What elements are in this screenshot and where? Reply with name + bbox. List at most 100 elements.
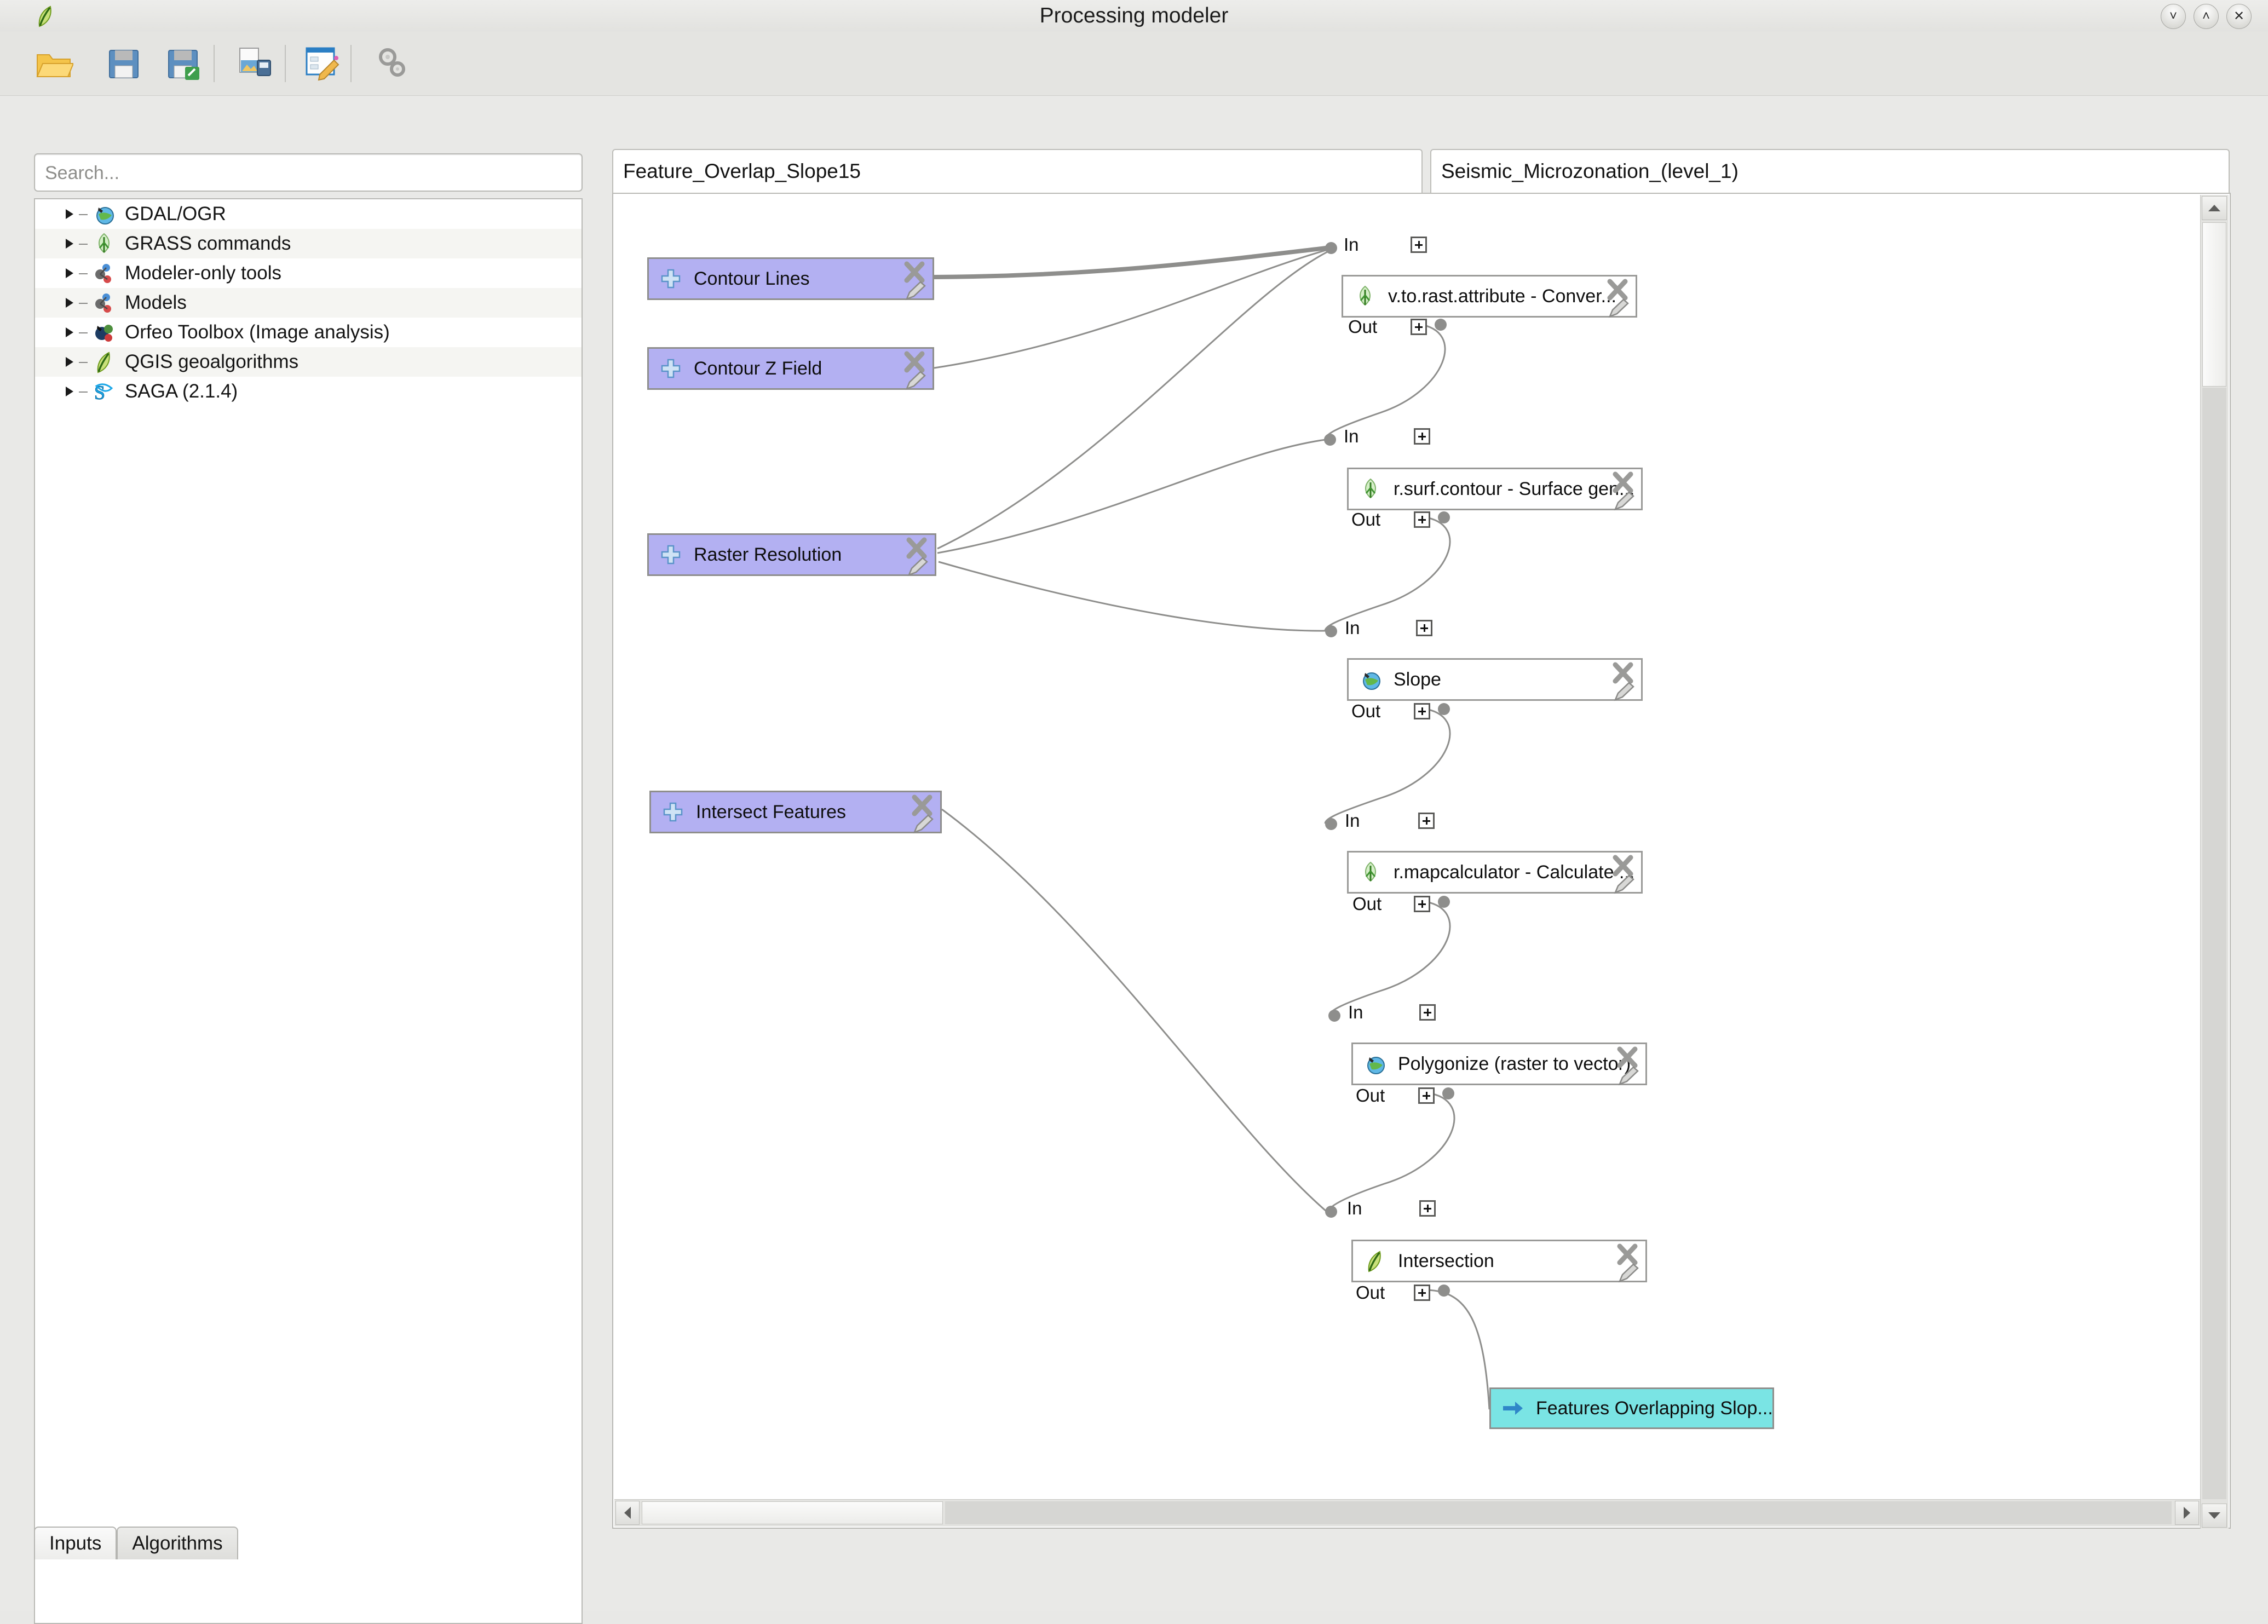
chevron-right-icon[interactable] bbox=[66, 357, 73, 367]
chevron-right-icon[interactable] bbox=[66, 327, 73, 337]
chevron-right-icon[interactable] bbox=[66, 239, 73, 249]
output-port-dot[interactable] bbox=[1438, 511, 1450, 523]
expand-outputs-button[interactable] bbox=[1414, 1285, 1430, 1301]
export-as-image-icon[interactable] bbox=[235, 44, 275, 83]
chevron-up-icon bbox=[2208, 205, 2220, 211]
chevron-right-icon[interactable] bbox=[66, 387, 73, 396]
output-port-dot[interactable] bbox=[1442, 1087, 1454, 1099]
horizontal-scroll-track[interactable] bbox=[945, 1501, 2172, 1524]
modeler-spheres-icon bbox=[92, 261, 116, 285]
model-name-field[interactable]: Feature_Overlap_Slope15 bbox=[612, 149, 1423, 193]
horizontal-scroll-thumb[interactable] bbox=[642, 1501, 943, 1524]
parameter-node-contour-lines[interactable]: Contour Lines bbox=[647, 257, 934, 300]
algorithm-node-r-mapcalculator[interactable]: r.mapcalculator - Calculate ... bbox=[1347, 851, 1643, 894]
expand-outputs-button[interactable] bbox=[1411, 319, 1427, 335]
input-port-dot[interactable] bbox=[1325, 242, 1337, 254]
input-port-dot[interactable] bbox=[1325, 625, 1337, 637]
parameter-node-intersect-features[interactable]: Intersect Features bbox=[649, 791, 942, 833]
input-port-dot[interactable] bbox=[1324, 434, 1336, 446]
tree-item-qgis-geoalgorithms[interactable]: QGIS geoalgorithms bbox=[35, 347, 582, 377]
tab-inputs[interactable]: Inputs bbox=[34, 1527, 117, 1559]
input-port-dot[interactable] bbox=[1325, 818, 1337, 830]
edit-pencil-icon[interactable] bbox=[1607, 297, 1630, 319]
expand-inputs-button[interactable] bbox=[1419, 1004, 1436, 1021]
input-port-dot[interactable] bbox=[1325, 1206, 1337, 1218]
expand-inputs-button[interactable] bbox=[1416, 620, 1432, 636]
parameter-node-contour-z-field[interactable]: Contour Z Field bbox=[647, 347, 934, 390]
tree-item-orfeo-toolbox[interactable]: Orfeo Toolbox (Image analysis) bbox=[35, 318, 582, 347]
input-port-label: In bbox=[1345, 810, 1360, 831]
modeler-spheres-icon bbox=[92, 291, 116, 315]
floppy-save-as-icon[interactable] bbox=[164, 44, 204, 83]
algorithm-node-slope[interactable]: Slope bbox=[1347, 658, 1643, 701]
parameter-node-raster-resolution[interactable]: Raster Resolution bbox=[647, 533, 936, 576]
algorithm-tree[interactable]: GDAL/OGR GRASS commands bbox=[34, 198, 583, 1624]
edit-pencil-icon[interactable] bbox=[1613, 873, 1636, 895]
edit-pencil-icon[interactable] bbox=[1617, 1262, 1640, 1284]
edit-pencil-icon[interactable] bbox=[912, 813, 935, 835]
minimize-button[interactable]: ˅ bbox=[2161, 4, 2186, 29]
parameter-label: Intersect Features bbox=[696, 802, 846, 823]
tree-item-label: Orfeo Toolbox (Image analysis) bbox=[125, 321, 390, 343]
canvas-vertical-scrollbar[interactable] bbox=[2200, 195, 2229, 1529]
tree-item-models[interactable]: Models bbox=[35, 288, 582, 318]
expand-inputs-button[interactable] bbox=[1411, 237, 1427, 253]
edit-pencil-icon[interactable] bbox=[904, 370, 927, 391]
folder-open-icon[interactable] bbox=[34, 44, 73, 83]
input-port-dot[interactable] bbox=[1328, 1010, 1340, 1022]
expand-outputs-button[interactable] bbox=[1414, 511, 1430, 528]
chevron-right-icon[interactable] bbox=[66, 268, 73, 278]
edit-pencil-icon[interactable] bbox=[904, 280, 927, 302]
edit-pencil-icon[interactable] bbox=[1617, 1065, 1640, 1087]
tree-dash bbox=[79, 214, 88, 215]
algorithm-node-r-surf-contour[interactable]: r.surf.contour - Surface gen... bbox=[1347, 468, 1643, 510]
tree-item-label: GDAL/OGR bbox=[125, 203, 226, 225]
scroll-down-button[interactable] bbox=[2202, 1504, 2227, 1528]
canvas-horizontal-scrollbar[interactable] bbox=[614, 1499, 2200, 1527]
model-canvas[interactable]: Contour Lines Contour Z Field bbox=[613, 194, 2201, 1498]
chevron-right-icon[interactable] bbox=[66, 209, 73, 219]
model-group-field[interactable]: Seismic_Microzonation_(level_1) bbox=[1430, 149, 2230, 193]
edit-help-icon[interactable] bbox=[302, 44, 342, 83]
output-node-features-overlapping-slope[interactable]: Features Overlapping Slop... bbox=[1489, 1387, 1774, 1429]
tab-algorithms[interactable]: Algorithms bbox=[117, 1527, 238, 1559]
node-buttons bbox=[1610, 471, 1636, 511]
scroll-right-button[interactable] bbox=[2175, 1501, 2199, 1525]
expand-outputs-button[interactable] bbox=[1414, 896, 1430, 912]
expand-inputs-button[interactable] bbox=[1418, 813, 1435, 829]
chevron-right-icon[interactable] bbox=[66, 298, 73, 308]
expand-inputs-button[interactable] bbox=[1419, 1200, 1436, 1217]
search-box[interactable] bbox=[34, 153, 583, 192]
tree-item-modeler-only-tools[interactable]: Modeler-only tools bbox=[35, 258, 582, 288]
maximize-button[interactable]: ˄ bbox=[2194, 4, 2219, 29]
output-port-dot[interactable] bbox=[1438, 703, 1450, 715]
vertical-scroll-thumb[interactable] bbox=[2202, 222, 2226, 387]
algorithm-node-intersection[interactable]: Intersection bbox=[1351, 1240, 1647, 1282]
expand-inputs-button[interactable] bbox=[1414, 428, 1430, 445]
search-input[interactable] bbox=[44, 154, 561, 192]
close-button[interactable]: ✕ bbox=[2226, 4, 2252, 29]
output-port-dot[interactable] bbox=[1438, 896, 1450, 908]
tree-item-label: GRASS commands bbox=[125, 233, 291, 255]
edit-pencil-icon[interactable] bbox=[906, 556, 929, 578]
gears-run-icon[interactable] bbox=[372, 44, 412, 83]
vertical-scroll-track[interactable] bbox=[2202, 388, 2226, 1499]
edit-pencil-icon[interactable] bbox=[1613, 681, 1636, 702]
expand-outputs-button[interactable] bbox=[1414, 703, 1430, 719]
scroll-left-button[interactable] bbox=[615, 1501, 640, 1525]
output-port-dot[interactable] bbox=[1438, 1285, 1450, 1297]
toolbar-separator bbox=[214, 45, 215, 82]
algorithm-node-v-to-rast-attribute[interactable]: v.to.rast.attribute - Conver... bbox=[1342, 275, 1637, 318]
floppy-save-icon[interactable] bbox=[104, 44, 143, 83]
output-port-dot[interactable] bbox=[1435, 319, 1447, 331]
scroll-up-button[interactable] bbox=[2202, 196, 2227, 220]
tree-item-gdal-ogr[interactable]: GDAL/OGR bbox=[35, 199, 582, 229]
algorithm-node-polygonize[interactable]: Polygonize (raster to vector) bbox=[1351, 1043, 1647, 1085]
tree-item-label: QGIS geoalgorithms bbox=[125, 351, 298, 373]
tree-item-grass-commands[interactable]: GRASS commands bbox=[35, 229, 582, 258]
edit-pencil-icon[interactable] bbox=[1613, 490, 1636, 512]
expand-outputs-button[interactable] bbox=[1418, 1087, 1435, 1104]
tree-item-saga[interactable]: S SAGA (2.1.4) bbox=[35, 377, 582, 406]
output-port-label: Out bbox=[1356, 1282, 1385, 1303]
